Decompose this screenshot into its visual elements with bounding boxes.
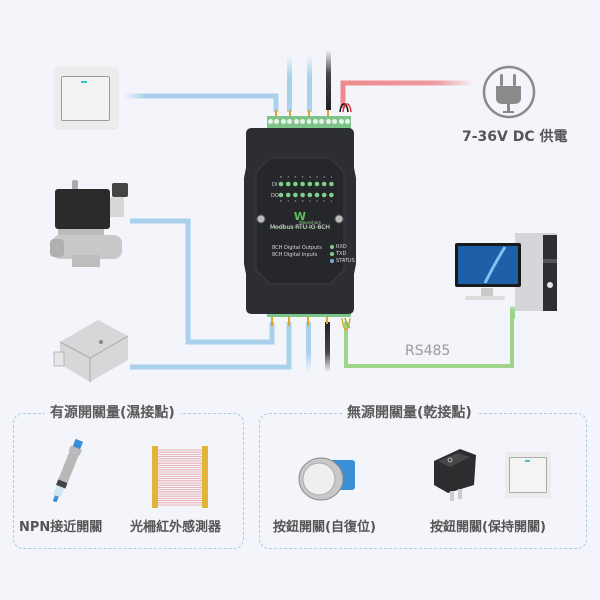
wire-valve [130,218,275,345]
do-led [314,192,320,198]
computer-icon [455,233,557,311]
led-number: 7 [287,175,289,179]
proximity-sensor-icon [52,438,84,503]
do-led [285,192,291,198]
solenoid-valve-icon [50,180,128,267]
di-row-label: DI [272,182,278,188]
wire-top-blue-1 [287,55,292,112]
top-terminal-block [267,116,351,130]
rocker-switch-icon [434,449,476,501]
wire-lock [130,322,292,370]
group-title-passive: 無源開關量(乾接點) [342,402,477,422]
wire-power-red [340,80,475,108]
do-led [329,192,334,198]
di-led [300,181,305,187]
led-number: 5 [302,199,304,203]
led-number: 8 [280,199,282,203]
item-label-light-curtain: 光柵紅外感測器 [130,520,222,535]
do-led [321,192,327,198]
di-led [293,181,298,187]
led-number: 2 [323,199,325,203]
do-led [278,192,284,198]
push-button-icon [298,457,355,501]
di-led [285,181,291,187]
di-led [321,181,327,187]
rs485-label: RS485 [405,343,451,359]
di-led [307,181,313,187]
do-led [307,192,313,198]
led-label-status: STATUS [336,258,355,264]
item-label-latching-switch: 按鈕開關(保持開關) [430,520,546,535]
led-number: 3 [316,199,318,203]
power-supply-label: 7-36V DC 供電 [462,129,568,145]
di-led [314,181,320,187]
do-led [300,192,305,198]
wire-top-black [326,50,331,110]
do-row-label: DO [271,193,279,199]
led-number: 3 [316,175,318,179]
group-title-active: 有源開關量(濕接點) [45,402,180,422]
item-label-self-reset-button: 按鈕開關(自復位) [273,520,376,535]
led-number: 4 [309,199,311,203]
led-number: 1 [330,175,332,179]
wire-bottom-blue [306,322,311,372]
di-led [329,181,334,187]
device-desc-inputs: 8CH Digital Inputs [272,252,318,258]
wall-switch-icon [55,67,118,128]
brand-name: Waveshare [299,220,322,225]
wire-rs485 [344,312,514,368]
top-pins [275,110,329,120]
wire-bottom-black [325,322,330,372]
wire-top-blue-2 [307,55,312,112]
led-number: 6 [294,175,296,179]
terminal-screws [268,119,350,124]
bottom-pins [271,314,328,326]
wall-switch-small-icon [505,452,551,498]
led-label-rxd: RXD [336,244,347,250]
modbus-io-module: 8 8 7 7 6 6 5 5 4 4 3 3 2 2 1 1 W [244,128,356,314]
led-number: 7 [287,199,289,203]
device-desc-outputs: 8CH Digital Outputs [272,245,322,251]
device-model: Modbus RTU IO 8CH [270,224,330,231]
led-number: 5 [302,175,304,179]
mount-screw-left [256,214,266,224]
item-label-npn-proximity: NPN接近開關 [19,520,103,535]
led-number: 6 [294,199,296,203]
light-curtain-icon [152,446,208,508]
led-number: 8 [280,175,282,179]
led-number: 2 [323,175,325,179]
mount-screw-right [334,214,344,224]
led-number: 1 [330,199,332,203]
led-number: 4 [309,175,311,179]
electric-lock-icon [53,320,129,382]
do-led [293,192,298,198]
brand-logo-icon: W [294,210,306,223]
di-led [278,181,284,187]
wire-switch [123,93,279,112]
led-label-txd: TXD [336,251,347,257]
led-grid: 8 8 7 7 6 6 5 5 4 4 3 3 2 2 1 1 [278,175,334,203]
power-plug-icon [482,65,536,119]
